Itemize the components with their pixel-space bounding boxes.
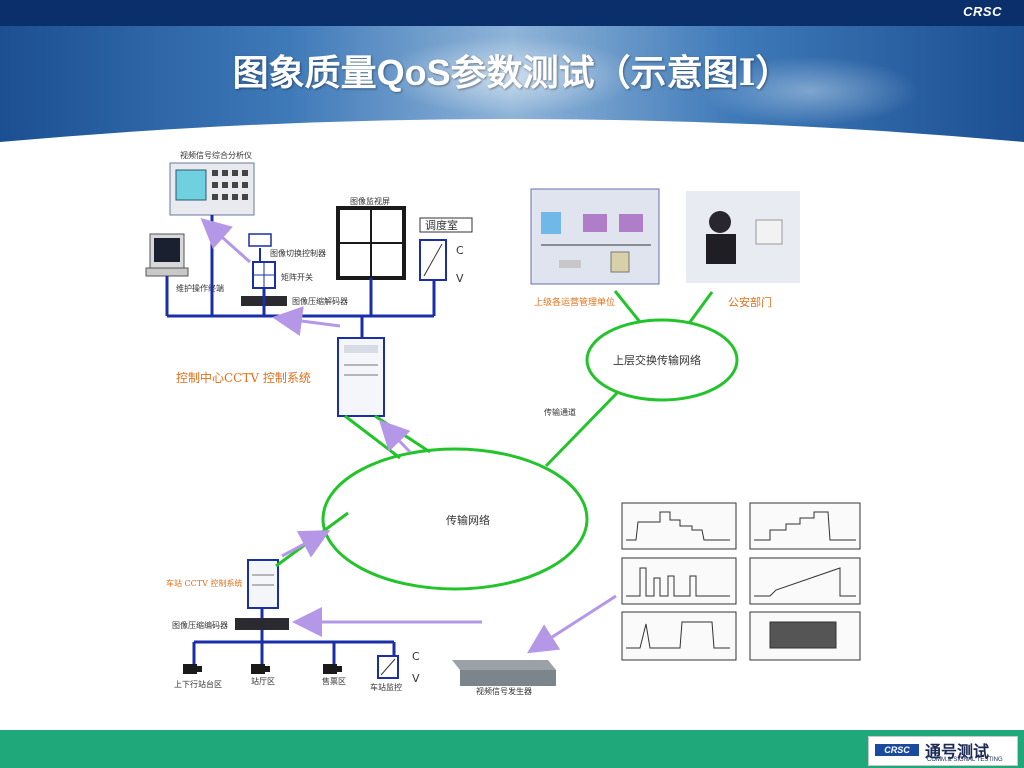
station-cctv-server [247, 559, 279, 609]
dispatch-room-label: 调度室 [425, 218, 458, 232]
upper-network-label: 上层交换传输网络 [613, 353, 701, 367]
brand-top: CRSC [963, 4, 1002, 19]
police-image [686, 191, 800, 283]
upper-mgmt-label: 上级各运营管理单位 [534, 296, 615, 308]
police-label: 公安部门 [728, 295, 772, 309]
switch-ctrl-label: 图像切换控制器 [270, 248, 326, 258]
encoder-label: 图像压缩编码器 [172, 620, 228, 630]
maint-terminal-label: 维护操作终端 [176, 283, 224, 293]
header-curve [0, 119, 1024, 156]
codec-top-label: 图像压缩解码器 [292, 296, 348, 306]
link-channel [544, 390, 620, 468]
encoder-icon [235, 618, 289, 630]
generator-device [452, 660, 556, 686]
switch-ctrl-icon [248, 233, 272, 247]
network-label: 传输网络 [446, 513, 490, 527]
hall-label: 站厅区 [251, 676, 275, 686]
cv-v-label: V [456, 272, 464, 285]
upper-mgmt-image [530, 188, 660, 285]
link-police [688, 291, 714, 323]
link-cc-net-1 [344, 414, 401, 460]
ticket-label: 售票区 [322, 676, 346, 686]
cv2-c-label: C [412, 650, 420, 663]
analyzer-label: 视频信号综合分析仪 [180, 150, 252, 160]
dispatch-room-box [419, 217, 473, 233]
monitor-wall-label: 图像监视屏 [350, 196, 390, 206]
platform-label: 上下行站台区 [174, 679, 222, 689]
analyzer-device [169, 162, 255, 216]
cv2-v-label: V [412, 672, 420, 685]
cv-c-label: C [456, 244, 464, 257]
matrix-label: 矩阵开关 [281, 272, 313, 282]
channel-label: 传输通道 [544, 407, 576, 417]
page-title: 图象质量QoS参数测试（示意图I） [232, 52, 792, 94]
station-cctv-label: 车站 CCTV 控制系统 [166, 578, 242, 588]
link-upper-mgmt [613, 290, 642, 323]
camera-icons [183, 664, 342, 674]
upper-network-ellipse [585, 318, 739, 402]
control-center-label: 控制中心CCTV 控制系统 [176, 370, 311, 385]
maint-terminal-icon [145, 233, 189, 277]
generator-label: 视频信号发生器 [476, 686, 532, 696]
bottom-bus [192, 608, 396, 664]
network-ellipse [321, 447, 589, 591]
top-bar [0, 0, 1024, 26]
footer-logo: CRSC 通号测试 COMM.& SIGNAL TESTING [868, 736, 1018, 766]
control-center-server [337, 337, 385, 417]
monitor-wall-icon [336, 206, 406, 280]
station-monitor-label: 车站监控 [370, 682, 402, 692]
waveform-panels [621, 502, 861, 661]
footer-bar [0, 730, 1024, 768]
